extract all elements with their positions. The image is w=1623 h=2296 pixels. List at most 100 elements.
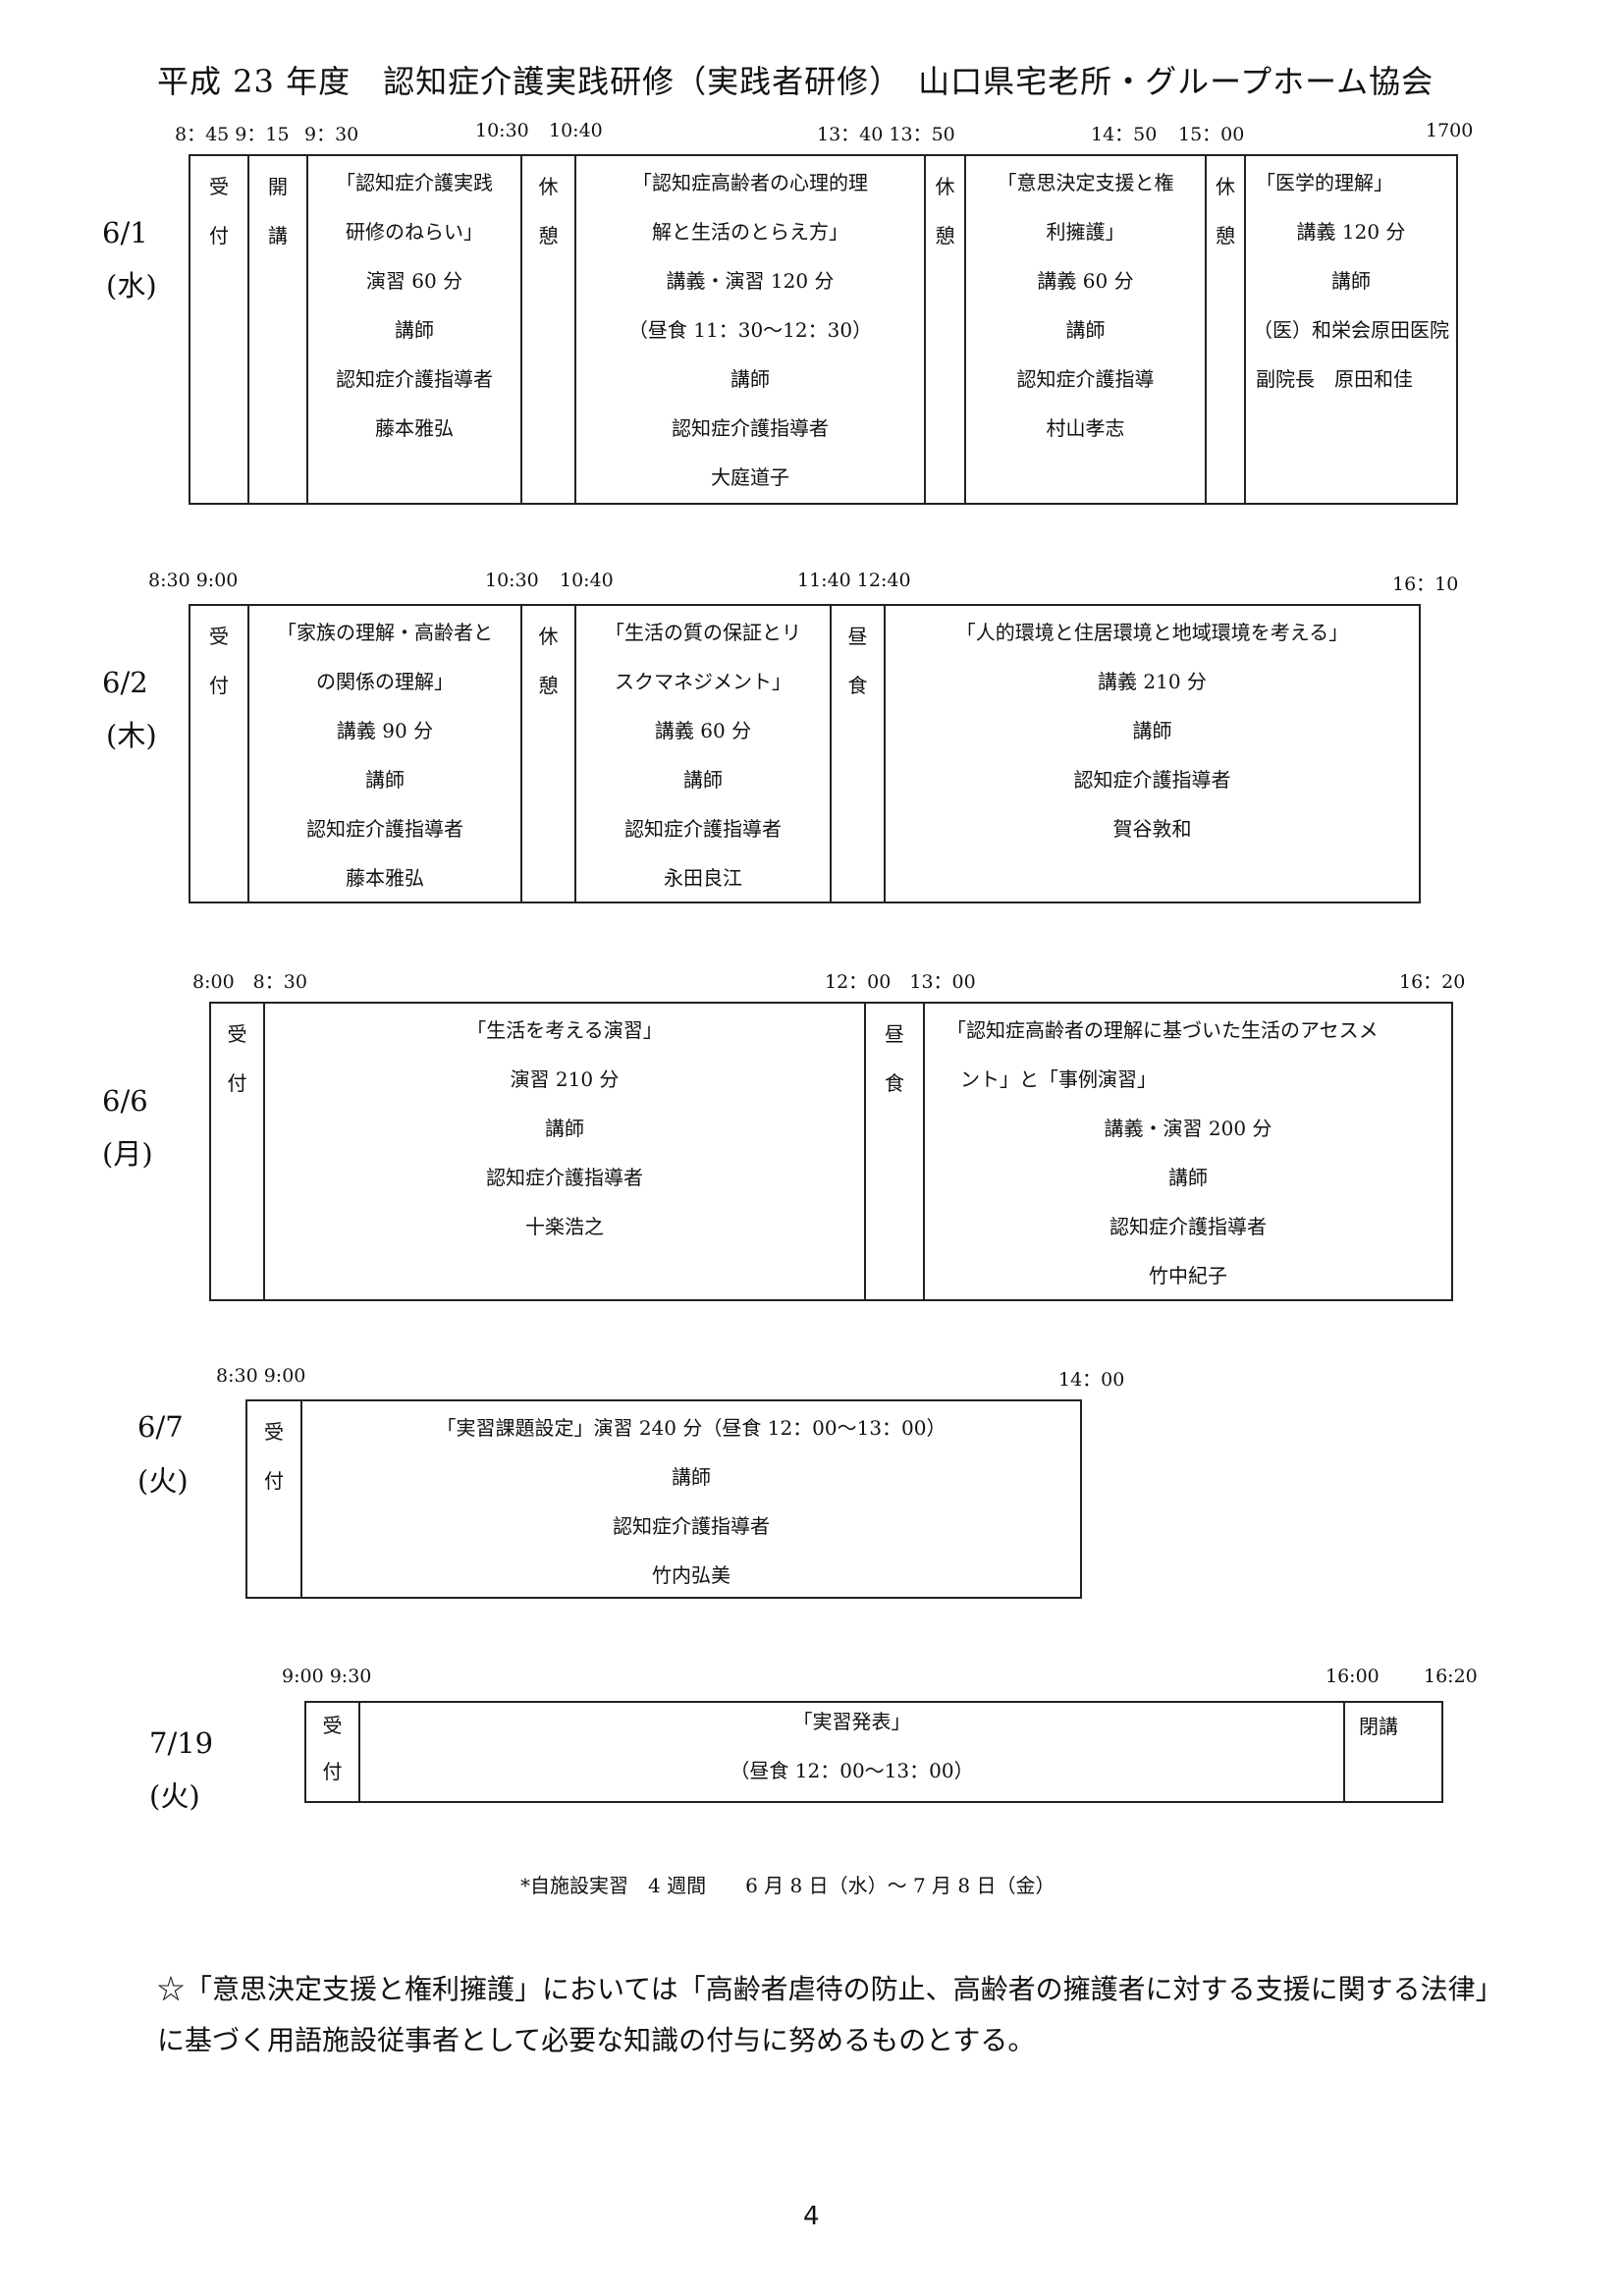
session-title: 「意思決定支援と権 bbox=[997, 171, 1174, 194]
lecturer-label: 講師 bbox=[395, 318, 434, 342]
time-label: 16：20 bbox=[1399, 971, 1466, 993]
cell-text: 憩 bbox=[538, 674, 559, 697]
reception-cell: 受 付 bbox=[306, 1703, 360, 1801]
break-cell: 休 憩 bbox=[522, 606, 576, 902]
time-label: 14：50 bbox=[1091, 124, 1158, 145]
session-title: 「認知症高齢者の理解に基づいた生活のアセスメ bbox=[947, 1018, 1379, 1042]
day-weekday: (火) bbox=[149, 1779, 200, 1813]
time-label: 9:00 9:30 bbox=[282, 1666, 372, 1687]
cell-text: 受 bbox=[227, 1022, 247, 1046]
session-title: スクマネジメント」 bbox=[615, 670, 791, 693]
lecturer-title: 認知症介護指導者 bbox=[1073, 768, 1231, 792]
opening-cell: 開 講 bbox=[249, 156, 308, 503]
cell-text: 付 bbox=[227, 1071, 247, 1095]
cell-text: 食 bbox=[847, 674, 868, 697]
cell-text: 受 bbox=[264, 1420, 284, 1444]
session-cell: 「実習課題設定」演習 240 分（昼食 12：00～13：00） 講師 認知症介… bbox=[302, 1401, 1080, 1597]
break-cell: 休 憩 bbox=[926, 156, 966, 503]
schedule-table: 受 付 「実習発表」 （昼食 12：00～13：00） 閉講 bbox=[304, 1701, 1443, 1803]
cell-text: 憩 bbox=[1216, 224, 1235, 247]
self-facility-training-note: *自施設実習 4 週間 6 月 8 日（水）～ 7 月 8 日（金） bbox=[520, 1874, 1055, 1897]
session-duration: 演習 210 分 bbox=[510, 1067, 620, 1091]
day-weekday: (水) bbox=[106, 269, 157, 302]
cell-text: 受 bbox=[322, 1714, 343, 1737]
lunch-note: （昼食 12：00～13：00） bbox=[730, 1759, 974, 1782]
time-label: 8:30 9:00 bbox=[148, 570, 239, 591]
schedule-table: 受 付 「実習課題設定」演習 240 分（昼食 12：00～13：00） 講師 … bbox=[245, 1399, 1082, 1599]
cell-text: 昼 bbox=[847, 625, 868, 648]
session-cell: 「生活を考える演習」 演習 210 分 講師 認知症介護指導者 十楽浩之 bbox=[265, 1004, 866, 1299]
time-label: 11:40 12:40 bbox=[797, 570, 911, 591]
session-cell: 「生活の質の保証とリ スクマネジメント」 講義 60 分 講師 認知症介護指導者… bbox=[576, 606, 832, 902]
remark-line: に基づく用語施設従事者として必要な知識の付与に努めるものとする。 bbox=[157, 2024, 1036, 2056]
lecturer-name: 賀谷敦和 bbox=[1112, 817, 1192, 841]
lecturer-name: 十楽浩之 bbox=[525, 1215, 604, 1238]
lecturer-title: 認知症介護指導者 bbox=[1109, 1215, 1267, 1238]
time-label: 14：00 bbox=[1058, 1369, 1125, 1391]
cell-text: 食 bbox=[885, 1071, 904, 1095]
lunch-cell: 昼 食 bbox=[832, 606, 886, 902]
break-cell: 休 憩 bbox=[522, 156, 576, 503]
time-label: 10:30 bbox=[475, 120, 529, 141]
lecturer-label: 講師 bbox=[683, 768, 723, 792]
lecturer-name: 竹内弘美 bbox=[652, 1563, 730, 1587]
time-label: 10:30 bbox=[485, 570, 539, 591]
lecturer-title: 認知症介護指導者 bbox=[672, 416, 829, 440]
lecturer-title: 認知症介護指導 bbox=[1016, 367, 1155, 391]
lecturer-label: 講師 bbox=[1168, 1166, 1208, 1189]
day-date: 6/7 bbox=[137, 1410, 184, 1444]
page-title: 平成 23 年度 認知症介護実践研修（実践者研修） 山口県宅老所・グループホーム… bbox=[157, 63, 1434, 100]
lecturer-title: 認知症介護指導者 bbox=[336, 367, 493, 391]
session-duration: 講義 210 分 bbox=[1098, 670, 1207, 693]
lecturer-title: 認知症介護指導者 bbox=[306, 817, 463, 841]
lecturer-name: 村山孝志 bbox=[1046, 416, 1125, 440]
session-cell: 「医学的理解」 講義 120 分 講師 （医）和栄会原田医院 副院長 原田和佳 bbox=[1246, 156, 1456, 503]
cell-text: 休 bbox=[538, 175, 559, 198]
reception-cell: 受 付 bbox=[247, 1401, 302, 1597]
lecturer-title: 認知症介護指導者 bbox=[613, 1514, 770, 1538]
lecturer-title: （医）和栄会原田医院 bbox=[1253, 318, 1449, 342]
time-label: 16:20 bbox=[1424, 1666, 1478, 1687]
time-label: 15：00 bbox=[1178, 124, 1245, 145]
lecturer-label: 講師 bbox=[730, 367, 770, 391]
break-cell: 休 憩 bbox=[1207, 156, 1246, 503]
schedule-table: 受 付 「家族の理解・高齢者と の関係の理解」 講義 90 分 講師 認知症介護… bbox=[189, 604, 1421, 903]
time-label: 10:40 bbox=[560, 570, 614, 591]
cell-text: 休 bbox=[538, 625, 559, 648]
lecturer-name: 藤本雅弘 bbox=[346, 866, 424, 890]
session-title: 「生活の質の保証とリ bbox=[605, 621, 801, 644]
lunch-cell: 昼 食 bbox=[866, 1004, 925, 1299]
day-weekday: (月) bbox=[102, 1137, 153, 1171]
session-duration: 演習 60 分 bbox=[365, 269, 463, 293]
lecturer-title: 認知症介護指導者 bbox=[624, 817, 782, 841]
cell-text: 受 bbox=[209, 625, 229, 648]
lecturer-title: 認知症介護指導者 bbox=[486, 1166, 643, 1189]
cell-text: 付 bbox=[209, 674, 229, 697]
time-label: 10:40 bbox=[549, 120, 603, 141]
session-title: 「人的環境と住居環境と地域環境を考える」 bbox=[955, 621, 1349, 644]
closing-cell: 閉講 bbox=[1359, 1715, 1398, 1738]
session-cell: 「家族の理解・高齢者と の関係の理解」 講義 90 分 講師 認知症介護指導者 … bbox=[249, 606, 522, 902]
session-title: 「生活を考える演習」 bbox=[466, 1018, 663, 1042]
time-label: 16：10 bbox=[1392, 574, 1459, 595]
time-label: 16:00 bbox=[1325, 1666, 1380, 1687]
time-label: 13：40 13：50 bbox=[817, 124, 955, 145]
lecturer-name: 永田良江 bbox=[664, 866, 742, 890]
lecturer-name: 竹中紀子 bbox=[1149, 1264, 1227, 1287]
reception-cell: 受 付 bbox=[190, 156, 249, 503]
reception-cell: 受 付 bbox=[211, 1004, 265, 1299]
lecturer-name: 大庭道子 bbox=[711, 465, 789, 489]
cell-text: 開 bbox=[268, 175, 288, 198]
session-cell: 「人的環境と住居環境と地域環境を考える」 講義 210 分 講師 認知症介護指導… bbox=[886, 606, 1419, 902]
session-title: 「医学的理解」 bbox=[1256, 171, 1393, 194]
schedule-table: 受 付 開 講 「認知症介護実践 研修のねらい」 演習 60 分 講師 認知症介… bbox=[189, 154, 1458, 505]
cell-text: 付 bbox=[264, 1469, 284, 1493]
cell-text: 昼 bbox=[885, 1022, 904, 1046]
session-cell: 「認知症高齢者の理解に基づいた生活のアセスメ ント」と「事例演習」 講義・演習 … bbox=[925, 1004, 1451, 1299]
lecturer-label: 講師 bbox=[365, 768, 405, 792]
day-date: 6/2 bbox=[102, 666, 148, 699]
session-duration: 講義 60 分 bbox=[654, 719, 752, 742]
session-duration: 講義 60 分 bbox=[1037, 269, 1134, 293]
session-cell: 「認知症高齢者の心理的理 解と生活のとらえ方」 講義・演習 120 分 （昼食 … bbox=[576, 156, 926, 503]
day-date: 6/6 bbox=[102, 1084, 148, 1118]
